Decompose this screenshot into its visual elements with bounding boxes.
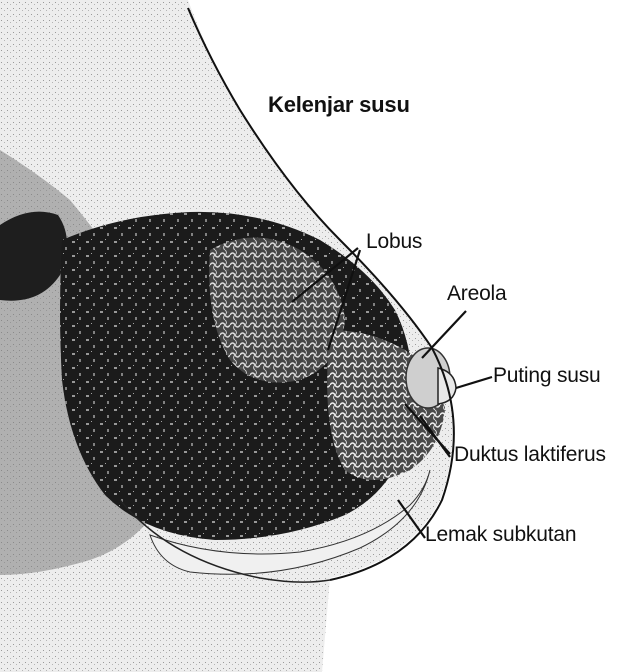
label-duktus-laktiferus: Duktus laktiferus (454, 443, 606, 467)
label-lemak-subkutan: Lemak subkutan (425, 523, 576, 547)
diagram-title: Kelenjar susu (268, 92, 410, 118)
leader-areola (422, 311, 466, 358)
label-puting-susu: Puting susu (493, 364, 601, 388)
leader-puting (456, 377, 492, 388)
label-areola: Areola (447, 282, 507, 306)
label-lobus: Lobus (366, 230, 422, 254)
